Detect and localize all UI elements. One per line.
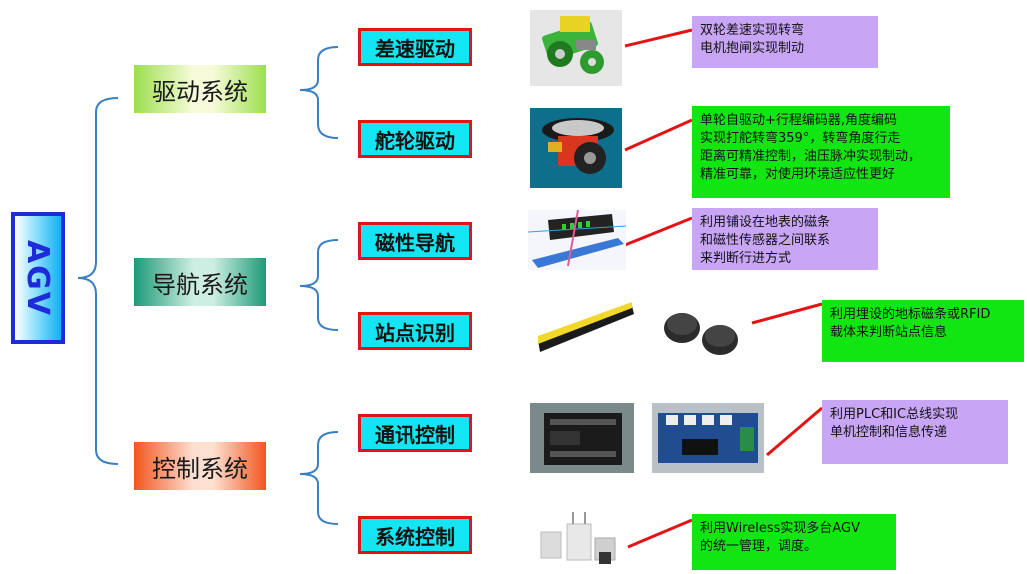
root-brace	[77, 97, 119, 465]
pointer-line-2	[624, 118, 693, 152]
pointer-line-5	[766, 406, 823, 457]
description-differential-drive: 双轮差速实现转弯 电机抱闸实现制动	[692, 16, 878, 68]
description-magnetic-navigation: 利用铺设在地表的磁条 和磁性传感器之间联系 来判断行进方式	[692, 208, 878, 270]
sub-station-identification: 站点识别	[358, 312, 472, 350]
control-board-image	[652, 403, 764, 473]
sub-system-control: 系统控制	[358, 516, 472, 554]
sub-label: 磁性导航	[375, 230, 455, 255]
desc-line: 单机控制和信息传递	[830, 425, 948, 440]
description-station-identification: 利用埋设的地标磁条或RFID 载体来判断站点信息	[822, 300, 1024, 362]
desc-line: 载体来判断站点信息	[830, 325, 948, 340]
pointer-line-6	[627, 518, 693, 549]
desc-line: 和磁性传感器之间联系	[700, 233, 831, 248]
sub-label: 舵轮驱动	[375, 128, 455, 153]
control-system-box: 控制系统	[134, 442, 266, 490]
control-brace	[299, 431, 339, 525]
sub-label: 系统控制	[375, 524, 455, 549]
desc-line: 距离可精准控制，油压脉冲实现制动，	[700, 149, 922, 164]
sub-label: 通讯控制	[375, 422, 455, 447]
control-system-label: 控制系统	[152, 454, 248, 483]
magnetic-strip-image	[538, 302, 634, 352]
root-agv-box: AGV	[11, 212, 65, 344]
description-communication-control: 利用PLC和IC总线实现 单机控制和信息传递	[822, 400, 1008, 464]
desc-line: 单轮自驱动+行程编码器,角度编码	[700, 113, 898, 128]
navigation-system-label: 导航系统	[152, 270, 248, 299]
nav-brace	[299, 239, 339, 331]
sub-steering-wheel-drive: 舵轮驱动	[358, 120, 472, 158]
plc-image	[530, 403, 634, 473]
desc-line: 精准可靠，对使用环境适应性更好	[700, 167, 896, 182]
desc-line: 利用PLC和IC总线实现	[830, 407, 959, 422]
pointer-line-4	[751, 302, 823, 325]
description-steering-wheel-drive: 单轮自驱动+行程编码器,角度编码 实现打舵转弯359°，转弯角度行走 距离可精准…	[692, 106, 950, 198]
desc-line: 利用埋设的地标磁条或RFID	[830, 307, 991, 322]
sub-label: 站点识别	[375, 320, 455, 345]
desc-line: 电机抱闸实现制动	[700, 41, 805, 56]
drive-system-box: 驱动系统	[134, 65, 266, 113]
description-system-control: 利用Wireless实现多台AGV 的统一管理，调度。	[692, 514, 896, 570]
sub-label: 差速驱动	[375, 36, 455, 61]
sub-differential-drive: 差速驱动	[358, 28, 472, 66]
desc-line: 的统一管理，调度。	[700, 539, 818, 554]
desc-line: 来判断行进方式	[700, 251, 792, 266]
desc-line: 实现打舵转弯359°，转弯角度行走	[700, 131, 901, 146]
magnetic-navigation-image	[528, 210, 626, 270]
desc-line: 利用铺设在地表的磁条	[700, 215, 831, 230]
desc-line: 双轮差速实现转弯	[700, 23, 805, 38]
sub-magnetic-navigation: 磁性导航	[358, 222, 472, 260]
pointer-line-1	[624, 28, 693, 48]
sub-communication-control: 通讯控制	[358, 414, 472, 452]
differential-drive-image	[530, 10, 622, 86]
root-label: AGV	[20, 239, 56, 317]
navigation-system-box: 导航系统	[134, 258, 266, 306]
drive-system-label: 驱动系统	[152, 77, 248, 106]
pointer-line-3	[624, 216, 693, 247]
wireless-devices-image	[533, 510, 623, 572]
steering-wheel-image	[530, 108, 622, 188]
drive-brace	[299, 46, 339, 139]
rfid-tags-image	[664, 313, 738, 355]
desc-line: 利用Wireless实现多台AGV	[700, 521, 861, 536]
